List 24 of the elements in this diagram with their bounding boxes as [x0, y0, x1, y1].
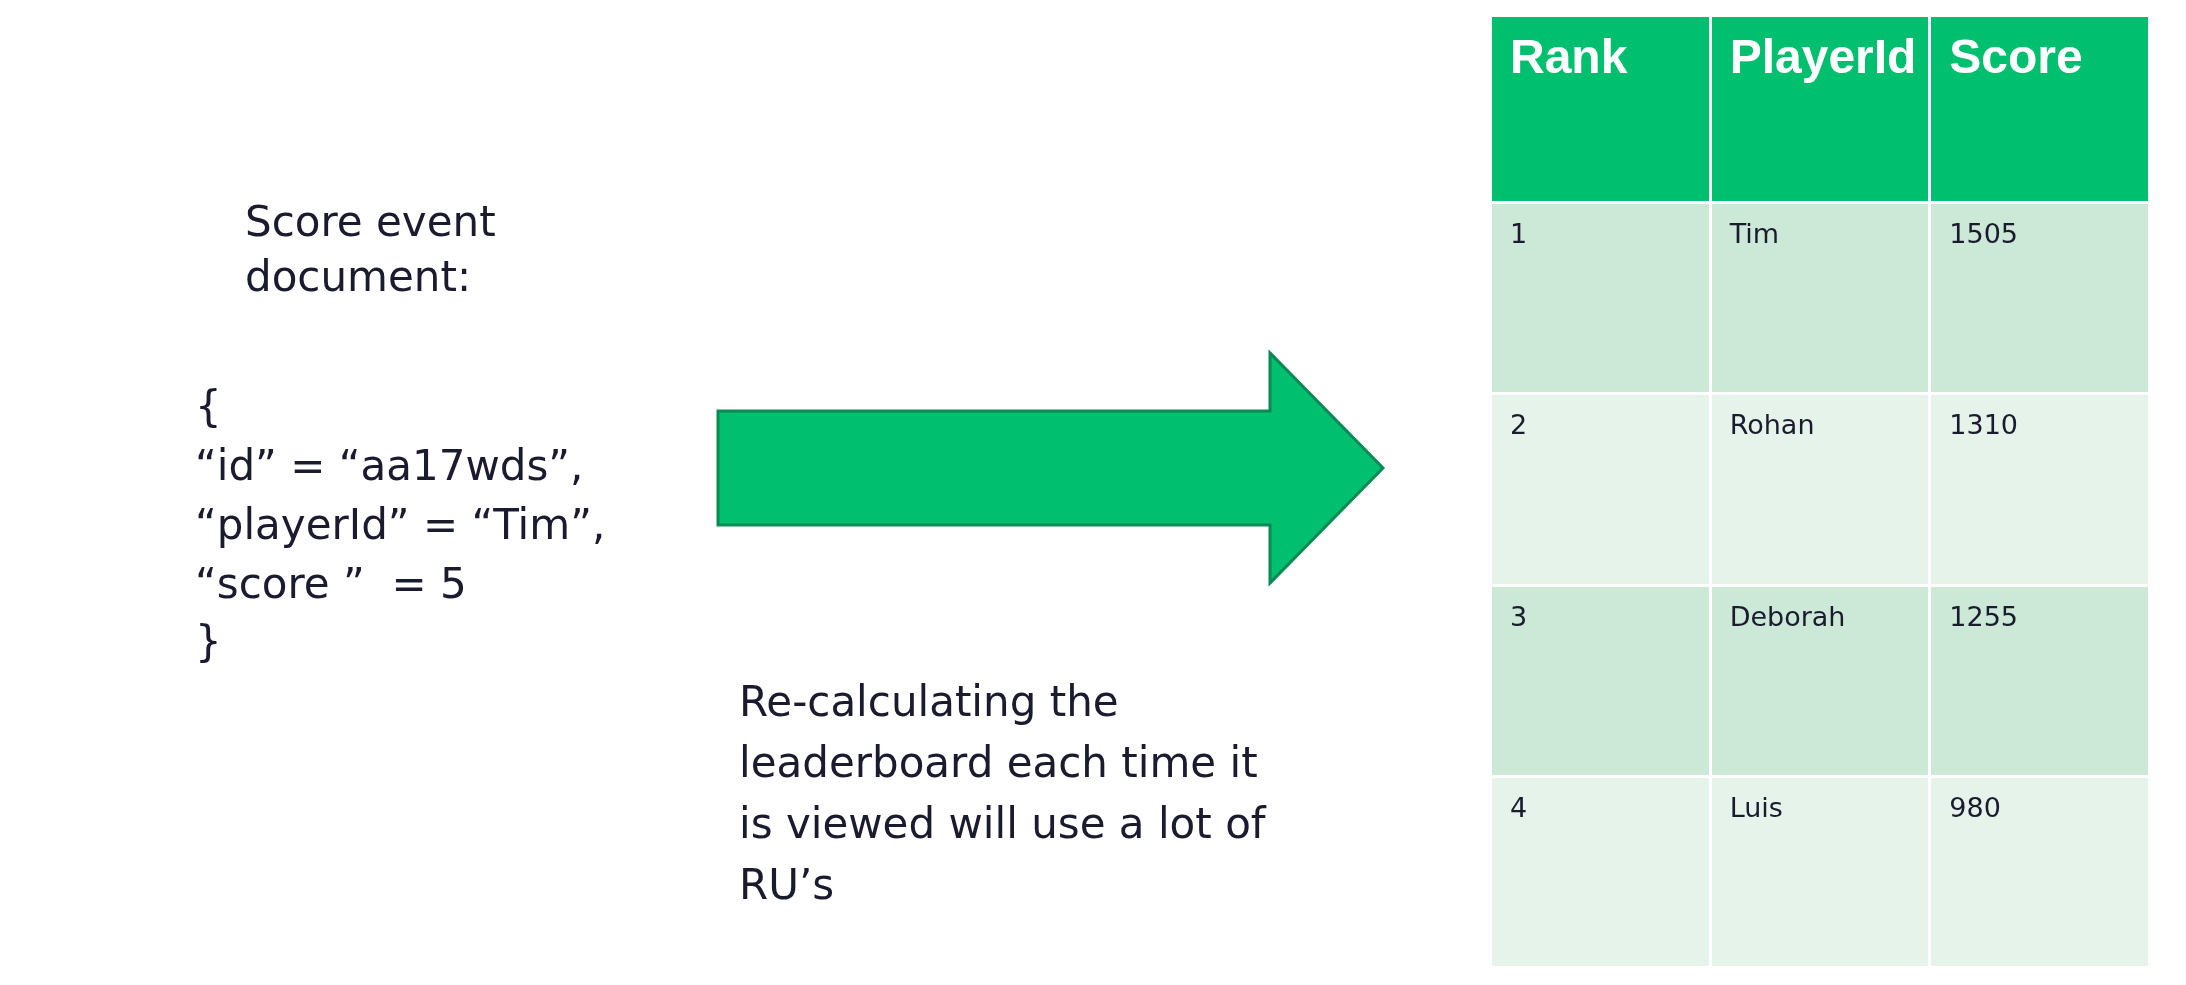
- code-line: {: [195, 381, 222, 434]
- note-text: Re-calculating the leaderboard each time it is viewed will use a lot of RU’s: [739, 676, 1268, 911]
- code-line: }: [195, 616, 222, 669]
- column-header: Score: [1929, 15, 2150, 203]
- code-line: “score ” = 5: [195, 557, 467, 610]
- code-line: “id” = “aa17wds”,: [195, 440, 584, 492]
- column-header: Rank: [1490, 15, 1711, 203]
- table-cell: 1: [1490, 202, 1711, 394]
- block-arrow: [716, 349, 1386, 587]
- table-cell: 2: [1490, 393, 1711, 585]
- table-cell: Luis: [1710, 776, 1930, 968]
- column-header: PlayerId: [1710, 15, 1930, 203]
- table-cell: 1505: [1929, 202, 2150, 394]
- heading-text: Score event document:: [244, 196, 497, 303]
- leaderboard-table: [1489, 14, 2151, 969]
- table-cell: Tim: [1710, 202, 1930, 394]
- code-line: “playerId” = “Tim”,: [195, 498, 606, 551]
- table-cell: Rohan: [1710, 393, 1930, 585]
- table-cell: 3: [1490, 585, 1711, 777]
- table-cell: 980: [1929, 776, 2150, 968]
- table-cell: 1255: [1929, 585, 2150, 777]
- table-cell: 4: [1490, 776, 1711, 968]
- table-cell: 1310: [1929, 393, 2150, 585]
- table-cell: Deborah: [1710, 585, 1930, 777]
